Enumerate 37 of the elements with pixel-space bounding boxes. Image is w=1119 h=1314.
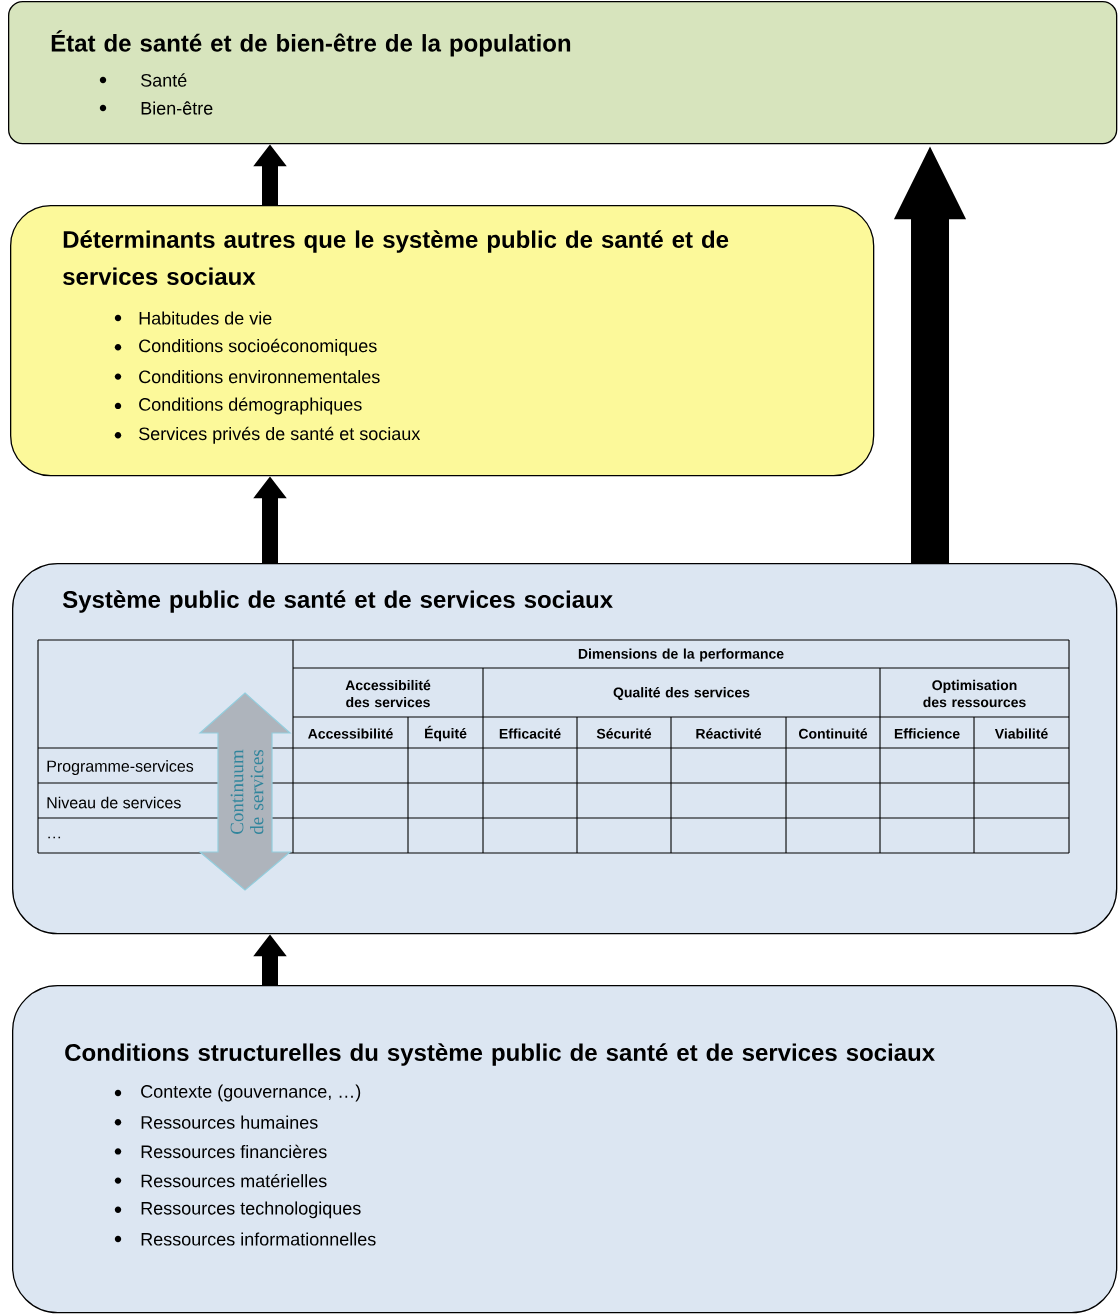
row-label: … [48, 836, 61, 839]
bullet-text: Conditions démographiques [139, 397, 362, 415]
table-header: Optimisation des ressources [923, 679, 1026, 708]
box-heading: Conditions structurelles du système public de santé et de services sociaux [65, 1043, 935, 1066]
table-header: Sécurité [596, 728, 652, 739]
bullet-text: Ressources financières [141, 1144, 327, 1159]
arrow-text: Continuum de services [230, 749, 264, 835]
bullet-text: Conditions socioéconomiques [139, 338, 377, 356]
table-header: Dimensions de la performance [578, 648, 784, 662]
bullet-text: Contexte (gouvernance, …) [141, 1084, 361, 1102]
rounded-box [10, 205, 875, 477]
box-heading: Déterminants autres que le système public de santé et de services sociaux [63, 230, 729, 286]
table-header: Continuité [799, 728, 868, 739]
bullet-text: Ressources matérielles [141, 1173, 327, 1188]
table-header: Équité [425, 725, 467, 742]
bullet-text: Santé [141, 73, 187, 87]
rounded-box [12, 563, 1118, 935]
table-header: Efficience [894, 728, 960, 739]
rounded-box [8, 1, 1118, 145]
bullet-text: Bien-être [141, 101, 213, 115]
bullet-text: Ressources informationnelles [141, 1232, 376, 1246]
bullet-text: Conditions environnementales [139, 370, 380, 384]
table-header: Qualité des services [613, 687, 750, 700]
table-header: Réactivité [696, 728, 762, 739]
bullet-text: Ressources humaines [141, 1115, 318, 1129]
table-header: Viabilité [994, 728, 1048, 739]
table-header: Accessibilité [308, 728, 393, 739]
bullet-text: Habitudes de vie [139, 311, 272, 325]
double-arrow [198, 692, 292, 891]
row-label: Niveau de services [47, 796, 181, 809]
bullet-text: Ressources technologiques [141, 1201, 361, 1219]
table-header: Efficacité [499, 728, 561, 739]
box-heading: État de santé et de bien-être de la population [51, 30, 571, 57]
rounded-box [12, 985, 1118, 1314]
table-header: Accessibilité des services [345, 679, 431, 708]
box-heading: Système public de santé et de services sociaux [62, 590, 613, 613]
bullet-text: Services privés de santé et sociaux [139, 426, 421, 444]
